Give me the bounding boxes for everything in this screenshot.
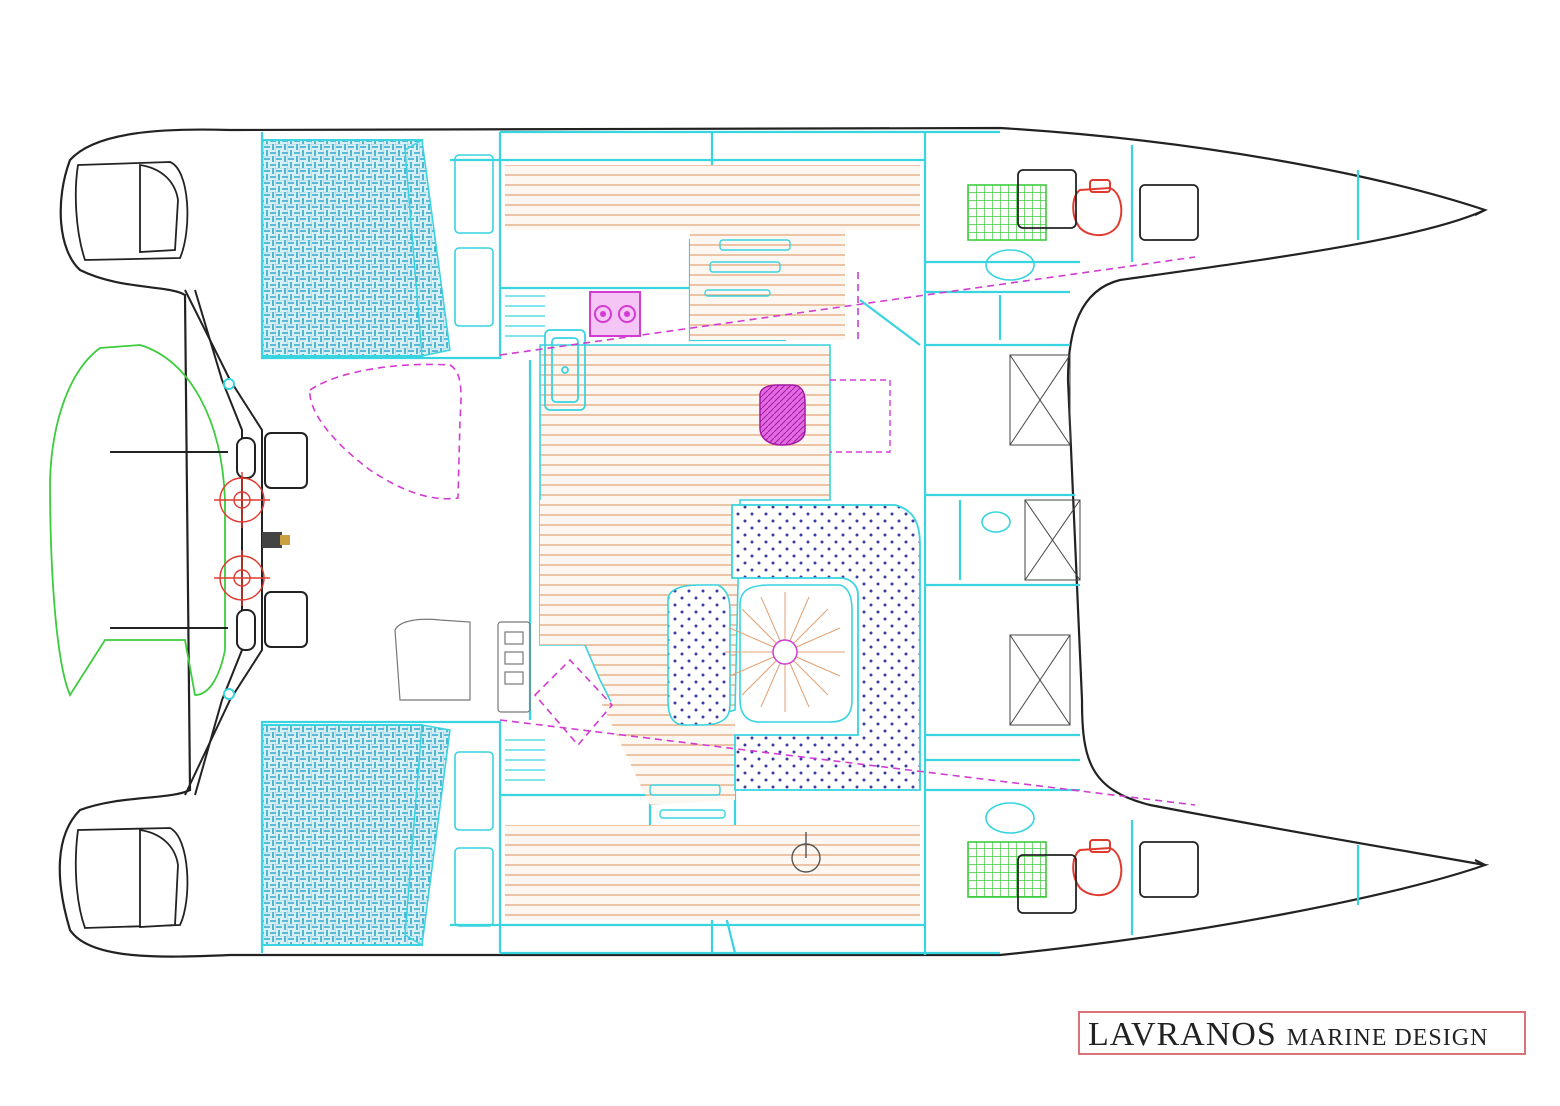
shower-grate-port: [967, 184, 1047, 241]
stove-icon: [589, 291, 641, 337]
aft-starboard-berth-extension: [404, 724, 451, 947]
teak-floor-port-passage: [505, 165, 920, 230]
nav-seat: [759, 384, 806, 446]
nav-desk-outline: [830, 379, 891, 453]
aft-port-berth-extension: [404, 138, 451, 357]
mainsheet-block: [262, 532, 290, 548]
mast-fitting: [791, 832, 821, 873]
bow-lockers: [1009, 354, 1081, 726]
helm-console: [394, 618, 531, 713]
logo-tagline: MARINE DESIGN: [1286, 1025, 1489, 1051]
aft-starboard-berth: [261, 724, 423, 946]
saloon-pouf: [667, 584, 731, 726]
teak-floor-fwd-aisle: [600, 700, 735, 805]
companion-ladder: [649, 239, 791, 819]
designer-logo: LAVRANOS MARINE DESIGN: [1078, 1011, 1526, 1055]
wash-basin-icon: [981, 249, 1035, 834]
teak-floor-aisle: [540, 500, 680, 645]
saloon-settee: [731, 504, 921, 791]
steps: [505, 295, 545, 781]
toilet-icon: [1072, 179, 1123, 897]
davit-bars: [110, 451, 228, 629]
teak-floor-starboard-passage: [505, 825, 920, 920]
overhead-dashed-lines: [309, 256, 1196, 806]
traveller-beam: [184, 289, 308, 796]
tender-outline: [49, 344, 226, 697]
cabin-boxes: [1017, 169, 1199, 914]
aft-lockers: [454, 154, 494, 927]
aft-port-berth: [261, 139, 423, 357]
helm-seat-icon: [74, 161, 189, 929]
hull-outline: [58, 126, 1490, 958]
teak-floor-port-corridor: [690, 230, 845, 340]
shower-grate-starboard: [967, 841, 1047, 898]
table-icon: [725, 584, 853, 723]
sink-icon: [544, 329, 586, 411]
logo-brand: LAVRANOS: [1088, 1016, 1277, 1053]
winch-icon: [214, 472, 270, 606]
